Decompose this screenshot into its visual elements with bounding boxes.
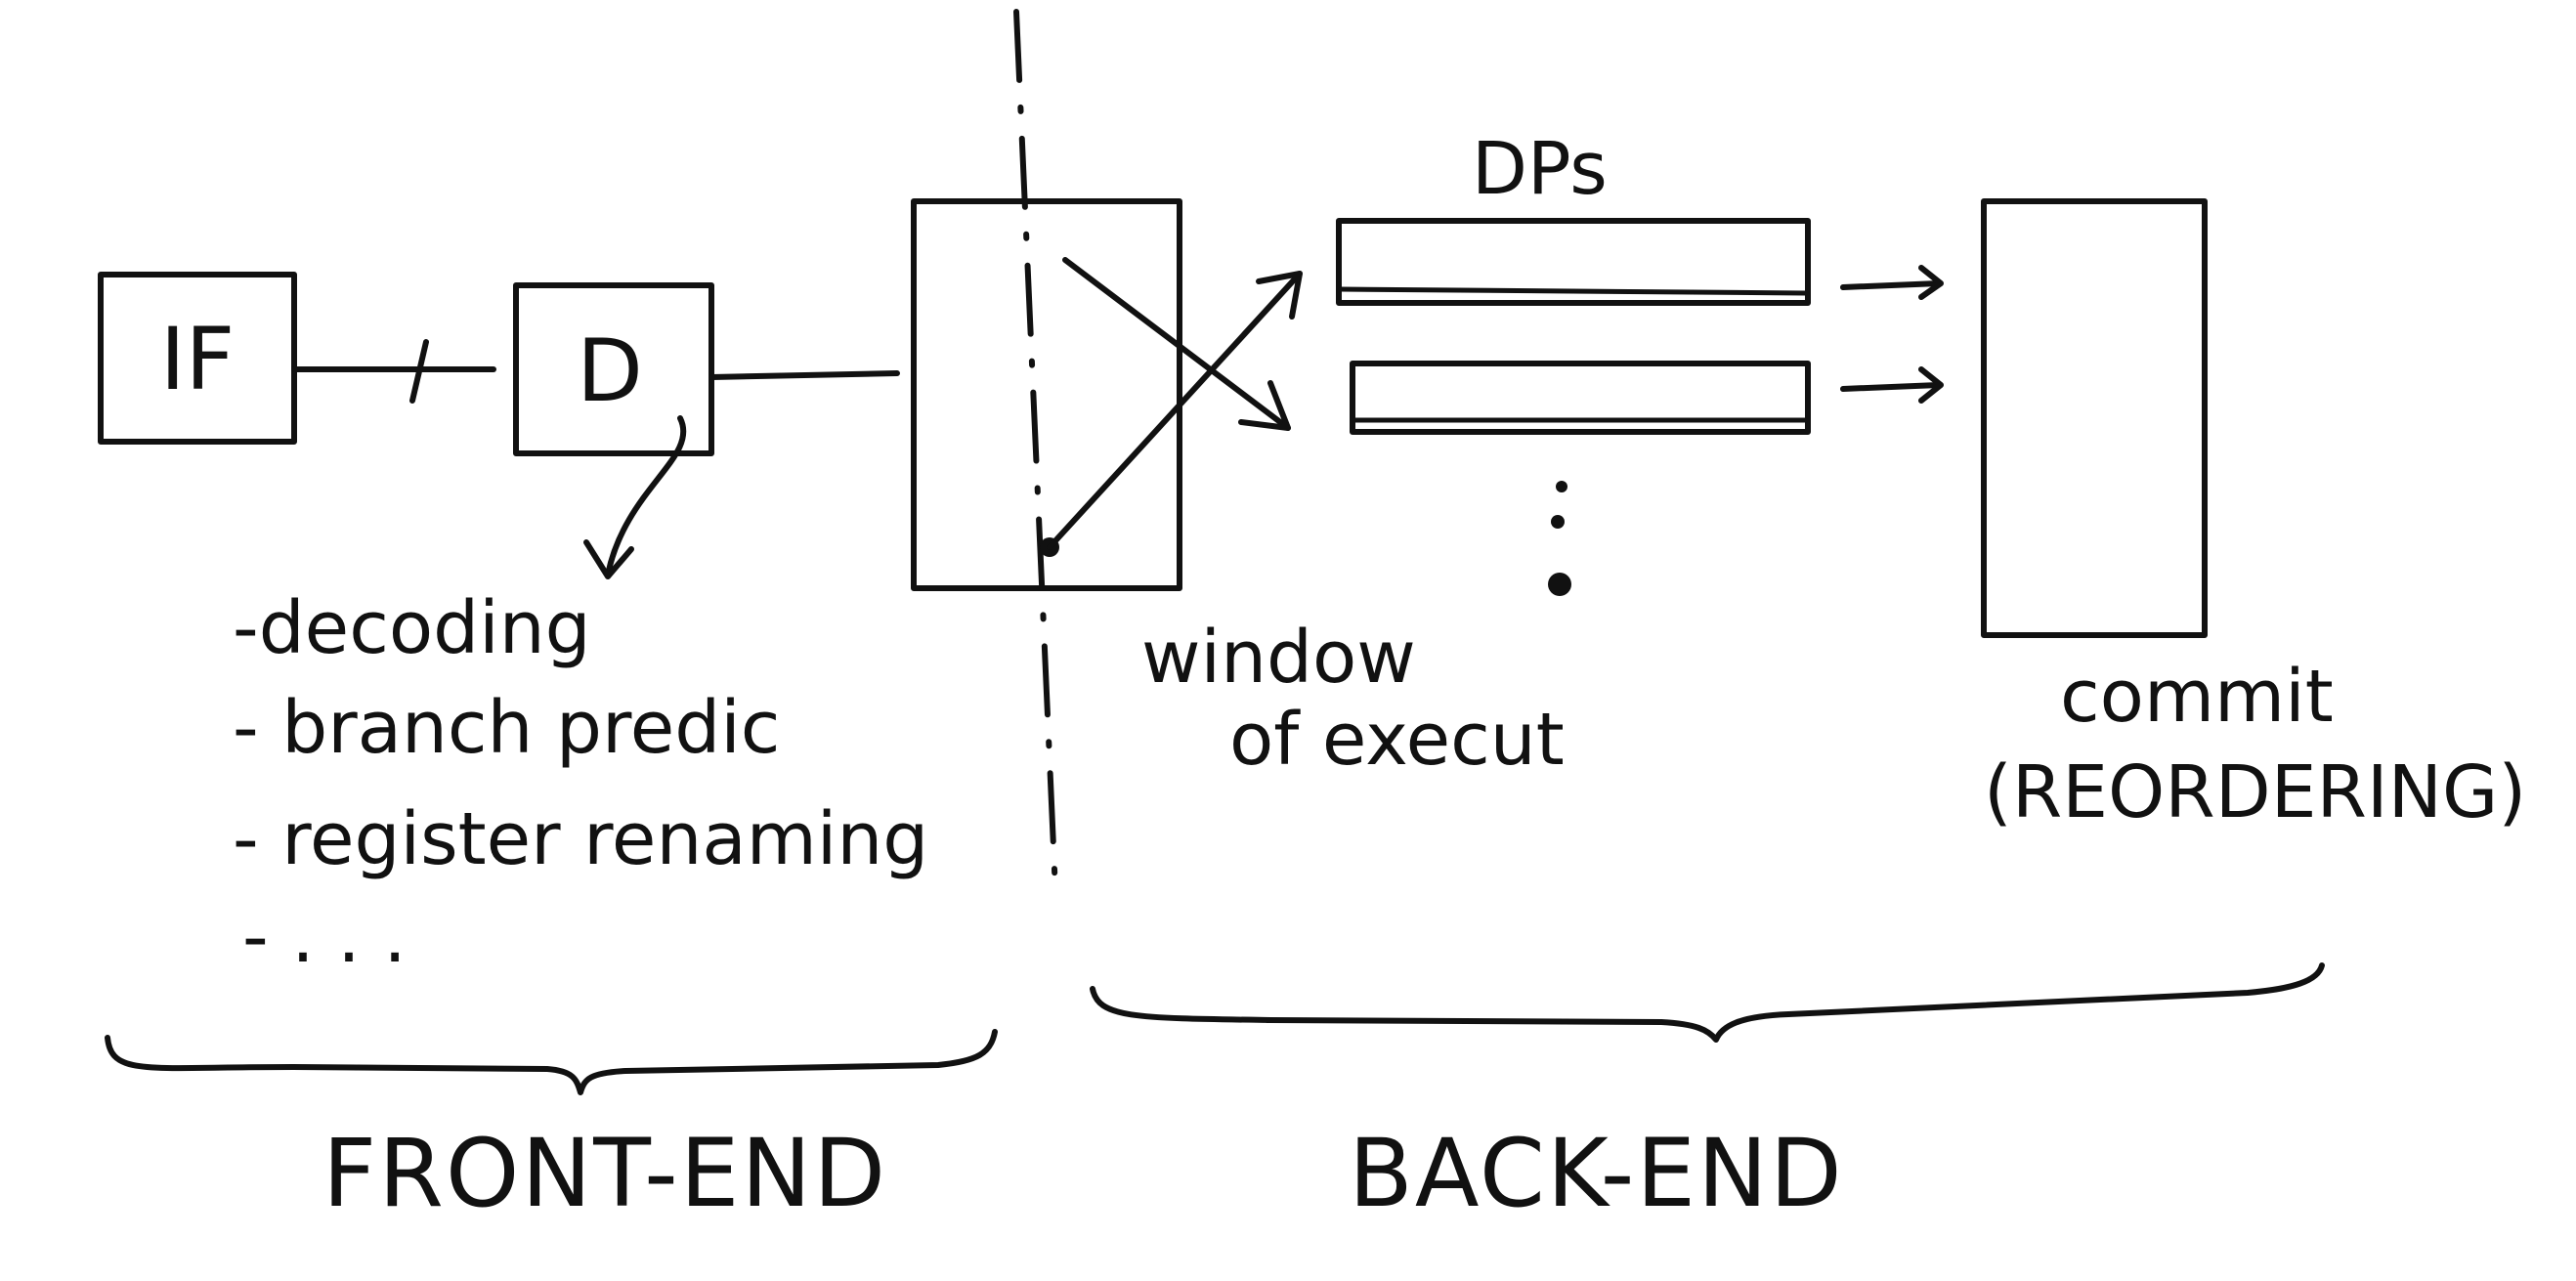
decode-tasks-arrowhead xyxy=(583,539,634,579)
front-back-divider xyxy=(1013,9,1058,894)
decode-label: D xyxy=(577,320,643,421)
back-end-label: BACK-END xyxy=(1349,1119,1844,1228)
continuation-dot xyxy=(1551,515,1565,529)
datapath-units xyxy=(1336,218,1811,596)
window-box xyxy=(911,198,1182,591)
dispatch-arrow-down xyxy=(1062,257,1291,431)
decode-stage: D xyxy=(513,282,714,456)
dispatch-arrow-down-head xyxy=(1238,380,1291,431)
decode-tasks-list: -decoding - branch predic - register ren… xyxy=(233,586,928,979)
datapath-to-commit-arrow xyxy=(1840,280,1942,290)
datapath-bar xyxy=(1336,218,1811,306)
fetch-box xyxy=(98,272,297,445)
decode-task-item: - . . . xyxy=(242,895,407,979)
decode-task-item: - register renaming xyxy=(233,797,928,881)
window-label-line1: window xyxy=(1141,616,1416,700)
front-end-brace xyxy=(105,1029,998,1095)
datapath-bar-inner-line xyxy=(1338,286,1809,296)
instruction-window xyxy=(911,198,1182,591)
commit-unit: commit (REORDERING) xyxy=(1981,198,2526,834)
continuation-dot xyxy=(1556,481,1567,492)
window-label-line2: of execut xyxy=(1229,698,1565,782)
decode-box xyxy=(513,282,714,456)
datapath-to-commit-arrowhead xyxy=(1918,366,1944,404)
datapath-bar xyxy=(1350,361,1811,435)
decode-tasks-arrow xyxy=(605,415,687,577)
decode-to-window-line xyxy=(708,370,900,380)
fetch-label: IF xyxy=(160,309,236,409)
decode-task-item: -decoding xyxy=(233,586,591,670)
commit-box xyxy=(1981,198,2208,638)
dispatch-arrow-up xyxy=(1047,271,1303,550)
back-end-brace xyxy=(1090,962,2325,1043)
datapaths-label: DPs xyxy=(1472,127,1608,211)
pipeline-latch-tick xyxy=(409,339,429,404)
decode-task-item: - branch predic xyxy=(233,686,781,770)
continuation-dot xyxy=(1548,573,1571,596)
datapath-to-commit-arrow xyxy=(1840,382,1942,392)
dispatch-arrow-up-head xyxy=(1256,271,1303,320)
fetch-stage: IF xyxy=(98,272,297,445)
commit-label-line2: (REORDERING) xyxy=(1984,750,2526,834)
commit-label-line1: commit xyxy=(2060,655,2334,739)
front-end-label: FRONT-END xyxy=(322,1119,887,1228)
datapath-to-commit-arrowhead xyxy=(1918,265,1944,300)
